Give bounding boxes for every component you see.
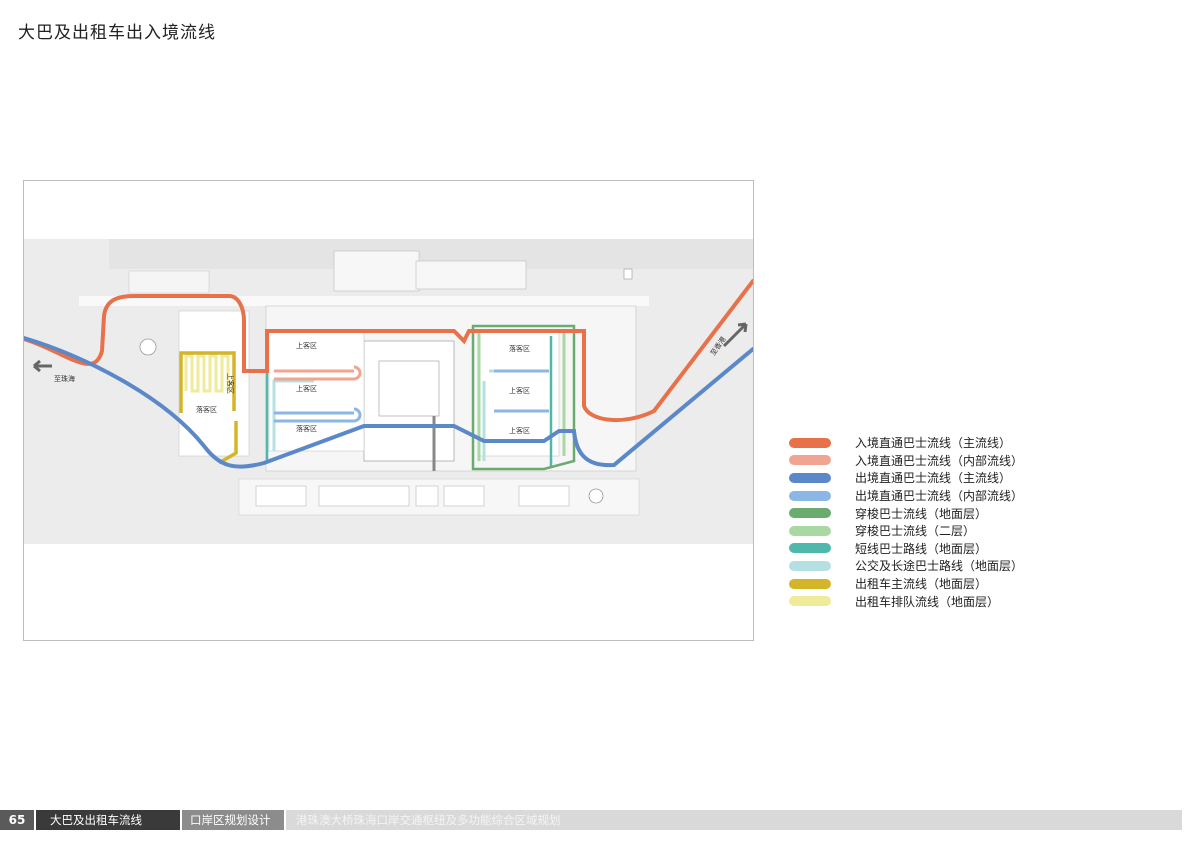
legend-label: 出境直通巴士流线（内部流线） <box>855 489 1024 504</box>
zone-label-dropoff-right-top: 落客区 <box>509 344 530 353</box>
legend-item: 穿梭巴士流线（地面层） <box>789 504 1049 522</box>
inbound-main-flow <box>24 279 753 423</box>
north-road <box>79 296 649 306</box>
south-lot-3 <box>415 485 439 507</box>
zone-label-pickup-left-top: 上客区 <box>296 341 317 350</box>
legend-label: 出境直通巴士流线（主流线） <box>855 471 1012 486</box>
north-building-2 <box>415 260 527 290</box>
legend-label: 入境直通巴士流线（内部流线） <box>855 453 1024 468</box>
zone-label-dropoff-left-low: 落客区 <box>296 424 317 433</box>
inbound-internal-flow <box>274 365 362 381</box>
shuttle-ground-flow <box>471 324 576 471</box>
legend-swatch <box>789 543 831 554</box>
south-lot-4 <box>443 485 485 507</box>
legend-swatch <box>789 525 831 536</box>
footer-section-title: 大巴及出租车流线 <box>36 810 180 830</box>
nw-block <box>128 270 210 294</box>
right-bus-bay <box>478 330 560 457</box>
outbound-main-flow <box>24 336 753 469</box>
legend-item: 穿梭巴士流线（二层） <box>789 522 1049 540</box>
legend: 入境直通巴士流线（主流线） 入境直通巴士流线（内部流线） 出境直通巴士流线（主流… <box>789 434 1049 610</box>
legend-item: 出租车排队流线（地面层） <box>789 592 1049 610</box>
zone-label-pickup-left-mid: 上客区 <box>296 384 317 393</box>
direction-label-to-zhuhai: 至珠海 <box>54 374 75 383</box>
south-lot-1 <box>255 485 307 507</box>
legend-label: 出租车排队流线（地面层） <box>855 594 1000 609</box>
legend-item: 入境直通巴士流线（主流线） <box>789 434 1049 452</box>
footer-bar: 65 大巴及出租车流线 口岸区规划设计 港珠澳大桥珠海口岸交通枢纽及多功能综合区… <box>0 810 1182 830</box>
legend-item: 出租车主流线（地面层） <box>789 575 1049 593</box>
legend-item: 公交及长途巴士路线（地面层） <box>789 557 1049 575</box>
legend-label: 穿梭巴士流线（地面层） <box>855 506 988 521</box>
zone-label-taxi-dropoff: 落客区 <box>196 405 217 414</box>
north-building-1 <box>333 250 420 292</box>
short-bus-flow <box>265 336 553 466</box>
roundabout-south <box>588 488 604 504</box>
legend-item: 入境直通巴士流线（内部流线） <box>789 452 1049 470</box>
legend-item: 出境直通巴士流线（内部流线） <box>789 487 1049 505</box>
site-plan-map: 上客区 上客区 落客区 落客区 上客区 上客区 落客区 上客区 至珠海 至香港 <box>23 180 754 641</box>
legend-swatch <box>789 455 831 466</box>
legend-item: 短线巴士路线（地面层） <box>789 540 1049 558</box>
legend-item: 出境直通巴士流线（主流线） <box>789 469 1049 487</box>
legend-swatch <box>789 596 831 607</box>
south-lot-5 <box>518 485 570 507</box>
arrow-to-hongkong-icon <box>722 322 748 348</box>
legend-swatch <box>789 490 831 501</box>
site-plan-svg: 上客区 上客区 落客区 落客区 上客区 上客区 落客区 上客区 至珠海 至香港 <box>24 239 753 544</box>
footer-page-number: 65 <box>0 810 34 830</box>
page-title: 大巴及出租车出入境流线 <box>18 23 216 43</box>
zone-label-taxi-pickup: 上客区 <box>226 373 235 394</box>
legend-label: 短线巴士路线（地面层） <box>855 541 988 556</box>
footer-project-title: 港珠澳大桥珠海口岸交通枢纽及多功能综合区域规划 <box>286 810 1182 830</box>
legend-label: 出租车主流线（地面层） <box>855 577 988 592</box>
arrow-to-zhuhai-icon <box>33 359 52 373</box>
legend-swatch <box>789 560 831 571</box>
port-building <box>363 340 455 462</box>
legend-swatch <box>789 472 831 483</box>
taxi-area <box>178 310 250 457</box>
legend-label: 入境直通巴士流线（主流线） <box>855 436 1012 451</box>
legend-swatch <box>789 437 831 448</box>
legend-swatch <box>789 508 831 519</box>
taxi-queue-flow <box>184 354 230 393</box>
legend-swatch <box>789 578 831 589</box>
roundabout-west <box>139 338 157 356</box>
ne-marker <box>623 268 633 280</box>
taxi-main-flow <box>179 351 238 465</box>
port-building-core <box>378 360 440 417</box>
outbound-internal-flow <box>274 369 549 423</box>
zone-label-pickup-right-low: 上客区 <box>509 426 530 435</box>
footer-subsection-title: 口岸区规划设计 <box>182 810 284 830</box>
south-lot-2 <box>318 485 410 507</box>
legend-label: 公交及长途巴士路线（地面层） <box>855 559 1024 574</box>
legend-label: 穿梭巴士流线（二层） <box>855 524 976 539</box>
zone-label-pickup-right-mid: 上客区 <box>509 386 530 395</box>
